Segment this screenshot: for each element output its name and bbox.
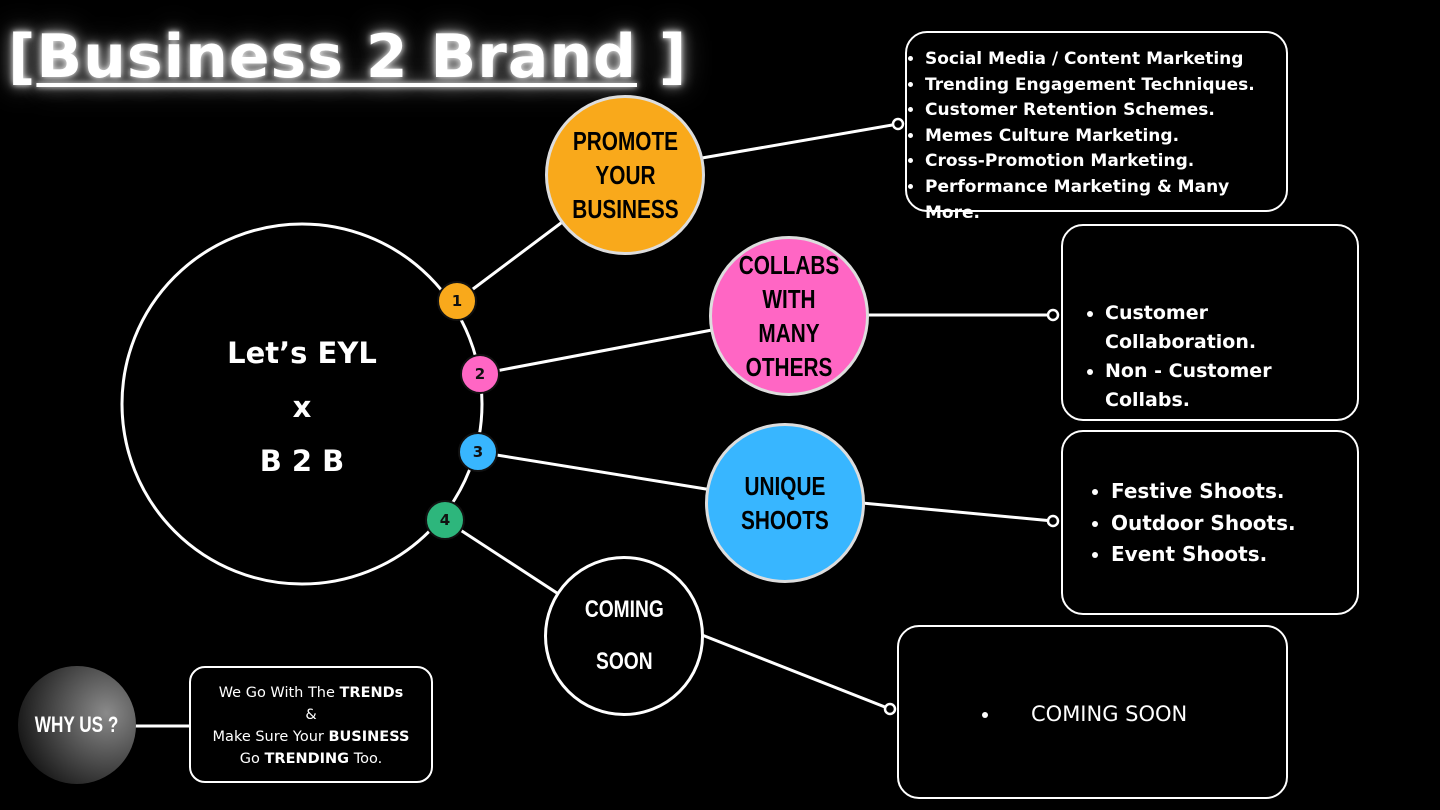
list-item: Non - Customer Collabs. [1105, 357, 1357, 415]
list-item: Festive Shoots. [1111, 476, 1357, 508]
connector-shoots-box [861, 501, 1054, 523]
box-shoots: Festive Shoots. Outdoor Shoots. Event Sh… [1061, 430, 1359, 615]
marker-4: 4 [425, 500, 465, 540]
node-promote: PROMOTE YOUR BUSINESS [545, 95, 705, 255]
connector-4 [444, 518, 561, 597]
marker-3: 3 [458, 432, 498, 472]
why-us-label: WHY US ? [35, 712, 119, 737]
center-circle-outline [120, 222, 484, 586]
node-collabs: COLLABS WITH MANY OTHERS [709, 236, 869, 396]
list-item: Event Shoots. [1111, 539, 1357, 571]
why-line-2: & [305, 707, 317, 723]
why-line-1: We Go With The TRENDs [218, 685, 404, 701]
marker-2: 2 [460, 354, 500, 394]
node-shoots-label: UNIQUE SHOOTS [741, 471, 829, 535]
page-title: [Business 2 Brand ] [8, 22, 688, 92]
list-item: Trending Engagement Techniques. [925, 73, 1286, 99]
center-line-3: B 2 B [259, 444, 345, 478]
list-item: Customer Collaboration. [1105, 299, 1357, 357]
list-item: Outdoor Shoots. [1111, 508, 1357, 540]
list-item: Memes Culture Marketing. [925, 124, 1286, 150]
why-line-3: Make Sure Your BUSINESS [212, 729, 410, 745]
connector-3 [477, 450, 713, 492]
box-coming: COMING SOON [897, 625, 1288, 799]
connector-1 [456, 218, 566, 303]
node-collabs-label: COLLABS WITH MANY OTHERS [738, 250, 840, 382]
why-us-badge: WHY US ? [18, 666, 136, 784]
node-promote-label: PROMOTE YOUR BUSINESS [571, 126, 679, 224]
center-line-1: Let’s EYL [227, 336, 377, 370]
list-item: Social Media / Content Marketing [925, 47, 1286, 73]
why-line-4: Go TRENDING Too. [239, 751, 383, 767]
connector-promote-box [701, 122, 899, 160]
box-promote: Social Media / Content Marketing Trendin… [905, 31, 1288, 223]
list-item: Customer Retention Schemes. [925, 98, 1286, 124]
node-coming: COMING SOON [544, 556, 704, 716]
why-us-box: We Go With The TRENDs & Make Sure Your B… [189, 666, 433, 783]
list-item: COMING SOON [1001, 700, 1286, 728]
connector-2 [479, 328, 713, 376]
list-item: Performance Marketing & Many More. [925, 175, 1286, 226]
center-line-2: x [292, 390, 312, 424]
center-label: Let’s EYL x B 2 B [202, 326, 402, 488]
box-collabs: Customer Collaboration. Non - Customer C… [1061, 224, 1359, 421]
marker-1: 1 [437, 281, 477, 321]
connector-coming-box [701, 633, 891, 711]
node-coming-label: COMING SOON [584, 596, 664, 675]
list-item: Cross-Promotion Marketing. [925, 149, 1286, 175]
node-shoots: UNIQUE SHOOTS [705, 423, 865, 583]
